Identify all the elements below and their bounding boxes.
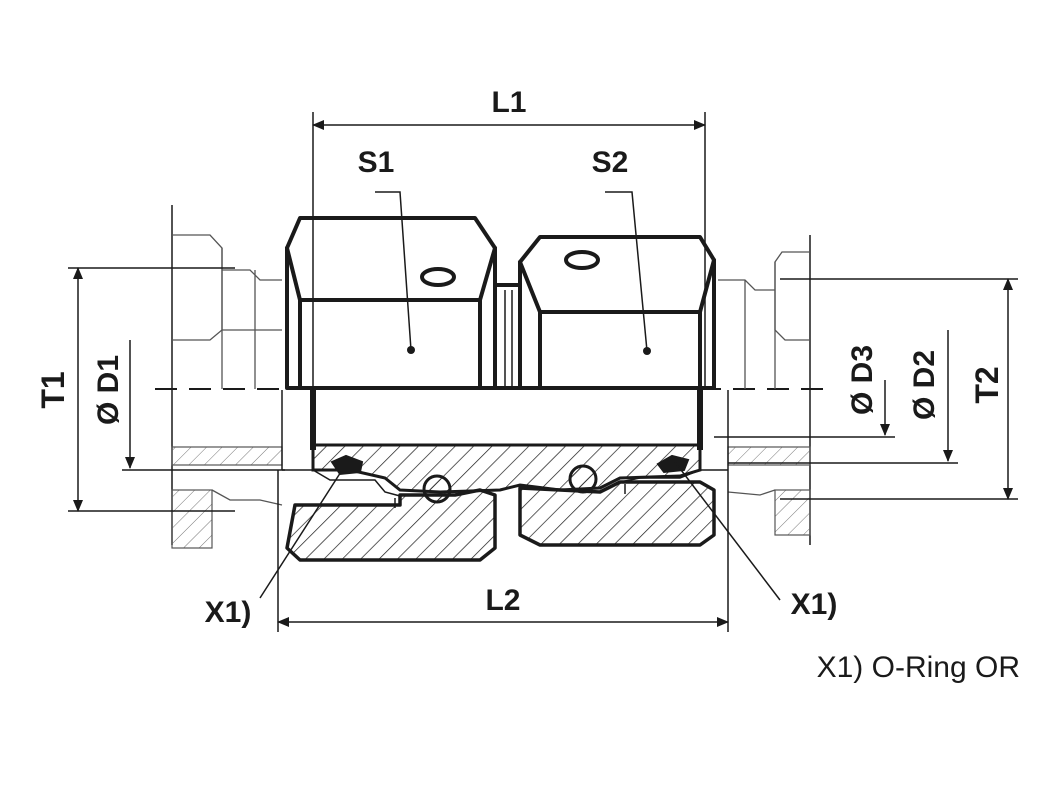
label-x1-right: X1) <box>791 588 838 621</box>
dimension-d2 <box>728 330 958 464</box>
dimension-t1 <box>68 267 235 512</box>
leader-s1 <box>375 191 412 351</box>
label-s2: S2 <box>592 146 629 179</box>
label-t1: T1 <box>35 371 71 408</box>
label-t2: T2 <box>969 366 1005 403</box>
right-connected-part <box>718 235 811 545</box>
left-connected-part <box>171 205 283 549</box>
body-hex <box>493 283 522 390</box>
section-view <box>281 390 729 562</box>
label-l1: L1 <box>491 86 526 119</box>
leader-x1-right <box>674 461 781 601</box>
nut-s1 <box>285 216 497 390</box>
dimension-t2 <box>780 278 1018 500</box>
label-d3: Ø D3 <box>846 345 879 415</box>
leader-x1-left <box>259 463 347 599</box>
leader-s2 <box>605 191 648 352</box>
dimension-d1 <box>122 340 285 471</box>
dimension-l2 <box>277 470 729 632</box>
footnote-o-ring: X1) O-Ring OR <box>817 651 1020 684</box>
label-l2: L2 <box>485 584 520 617</box>
nut-s2 <box>518 235 716 390</box>
dimension-d3 <box>714 380 895 438</box>
label-x1-left: X1) <box>205 596 252 629</box>
label-d1: Ø D1 <box>92 355 125 425</box>
label-s1: S1 <box>358 146 395 179</box>
dimension-l1 <box>312 112 706 388</box>
label-d2: Ø D2 <box>908 350 941 420</box>
